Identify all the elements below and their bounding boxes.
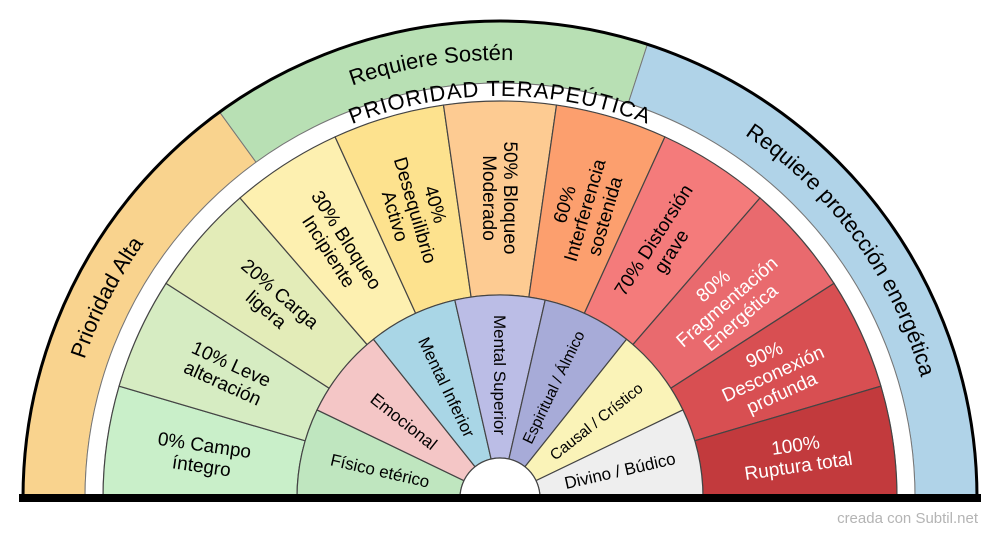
percent-sector-50-bloqueo-moderado-label: 50% BloqueoModerado [478, 141, 520, 254]
outer-border [21, 19, 979, 499]
chart-frame [19, 19, 981, 502]
plane-sector-mental-superior-label: Mental Superior [490, 315, 509, 435]
credit-text: creada con Subtil.net [837, 510, 978, 527]
